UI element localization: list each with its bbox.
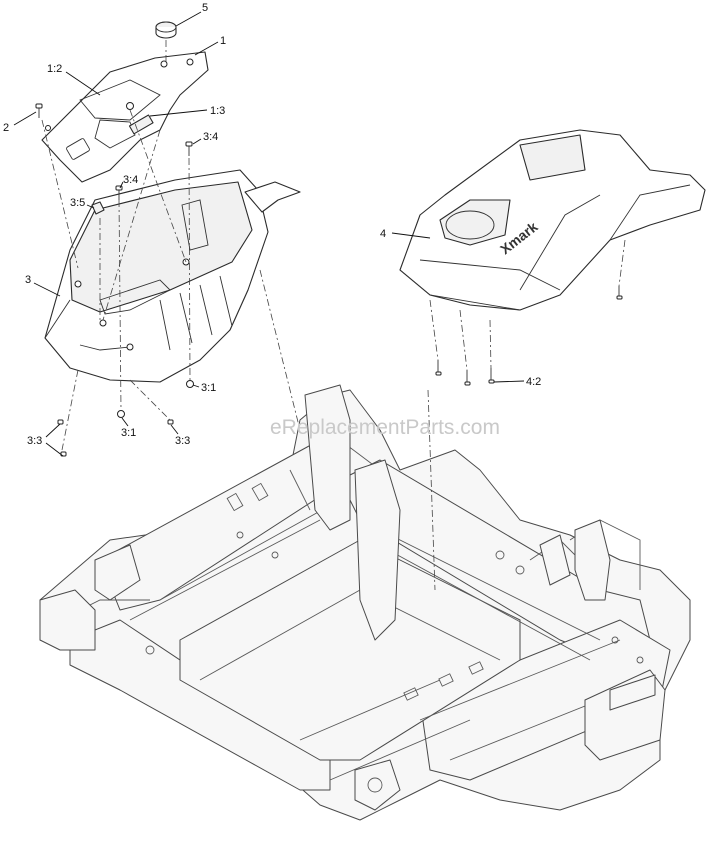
- callout-3-3-right: 3:3: [175, 435, 190, 447]
- callout-3: 3: [25, 274, 31, 286]
- side-console: Xmark: [399, 129, 706, 311]
- assembly-centerlines: [41, 40, 626, 591]
- callout-3-1-right: 3:1: [201, 382, 216, 394]
- callout-leaders: [13, 11, 525, 457]
- bolts-part-4-2: [435, 286, 623, 386]
- lower-hardware: [57, 380, 194, 457]
- control-panel-plate: [41, 51, 209, 183]
- callout-1-2: 1:2: [47, 63, 62, 75]
- callout-labels: 5 1 1:2 1:3 2 3:4 3:4 3:5 3 4 4:2 3:1 3:…: [3, 2, 541, 447]
- callout-1-3: 1:3: [210, 105, 225, 117]
- callout-3-4-upper: 3:4: [203, 131, 218, 143]
- chassis-frame: [39, 384, 691, 821]
- callout-3-3-left: 3:3: [27, 435, 42, 447]
- callout-3-5: 3:5: [70, 197, 85, 209]
- plug-cap: [155, 21, 177, 39]
- screws-part-3-4: [115, 141, 193, 200]
- callout-2: 2: [3, 122, 9, 134]
- clip-part-3-5: [91, 201, 105, 215]
- callout-3-4-lower: 3:4: [123, 174, 138, 186]
- callout-4-2: 4:2: [526, 376, 541, 388]
- callout-3-1-left: 3:1: [121, 427, 136, 439]
- screw-part-2: [35, 103, 43, 118]
- watermark-text: eReplacementParts.com: [270, 416, 500, 439]
- callout-5: 5: [202, 2, 208, 14]
- callout-4: 4: [380, 228, 386, 240]
- callout-1: 1: [220, 35, 226, 47]
